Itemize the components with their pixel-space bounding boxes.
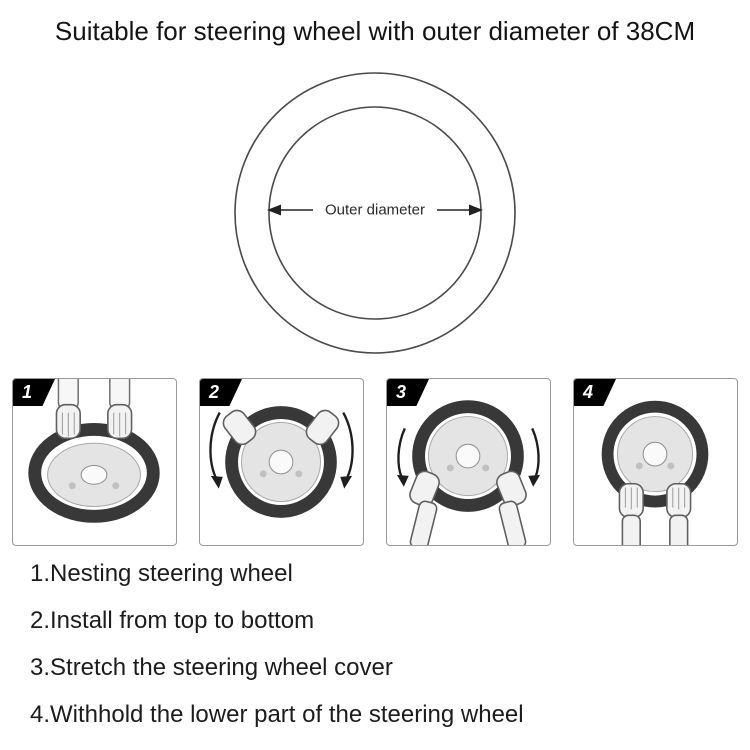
steering-wheel <box>225 406 337 518</box>
instruction-line-2: 2.Install from top to bottom <box>30 607 315 634</box>
outer-diameter-diagram: Outer diameter <box>0 60 750 368</box>
hands <box>222 409 340 446</box>
instruction-line-1: 1.Nesting steering wheel <box>30 560 293 587</box>
outer-diameter-label: Outer diameter <box>312 197 438 223</box>
instruction-line-4: 4.Withhold the lower part of the steerin… <box>30 701 524 728</box>
step-number: 4 <box>583 382 594 402</box>
direction-arrows <box>209 412 354 489</box>
step-3-illustration <box>396 400 541 545</box>
instruction-panels: 1 <box>12 378 738 546</box>
step-2-illustration <box>209 406 354 518</box>
steering-wheel <box>412 400 524 512</box>
step-1-illustration <box>28 379 160 523</box>
inner-circle <box>268 106 482 320</box>
step-number: 2 <box>209 382 220 402</box>
step-4-illustration <box>601 400 709 545</box>
hands <box>409 470 527 545</box>
direction-arrows <box>396 427 541 487</box>
step-panel-4: 4 <box>573 378 738 546</box>
step-number: 3 <box>396 382 407 402</box>
step-panel-1: 1 <box>12 378 177 546</box>
step-panel-2: 2 <box>199 378 364 546</box>
steering-wheel <box>601 400 709 508</box>
step-number-badge: 4 <box>574 379 616 406</box>
instruction-list: 1.Nesting steering wheel 2.Install from … <box>30 562 524 750</box>
outer-circle <box>234 72 516 354</box>
instruction-line-3: 3.Stretch the steering wheel cover <box>30 654 393 681</box>
step-panel-3: 3 <box>386 378 551 546</box>
hands <box>618 482 692 545</box>
step-number: 1 <box>22 382 33 402</box>
hands <box>55 403 133 440</box>
page-title: Suitable for steering wheel with outer d… <box>54 16 696 46</box>
wrists <box>57 379 131 410</box>
steering-wheel <box>28 422 160 523</box>
